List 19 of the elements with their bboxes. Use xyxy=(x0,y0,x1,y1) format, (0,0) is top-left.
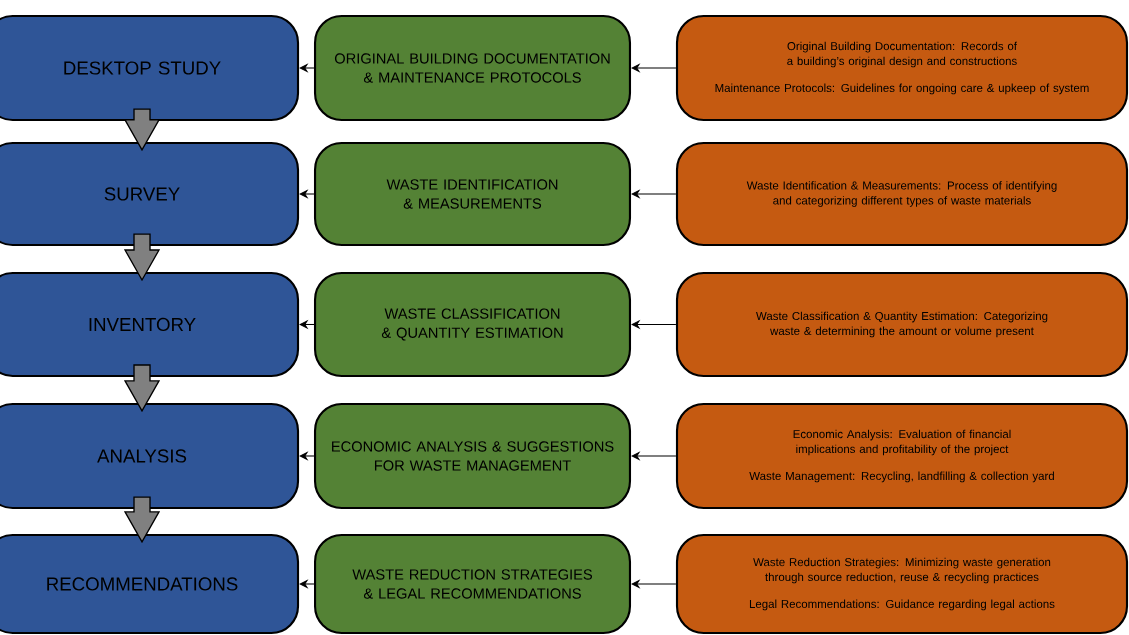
stage-box: SURVEY xyxy=(0,141,300,247)
process-box: ECONOMIC ANALYSIS & SUGGESTIONS FOR WASTE MANAGEMENT xyxy=(313,402,632,510)
block-arrow xyxy=(123,233,161,282)
stage-box: ANALYSIS xyxy=(0,402,300,510)
process-box: WASTE REDUCTION STRATEGIES & LEGAL RECOMMENDATIONS xyxy=(313,533,632,635)
description-box: Economic Analysis: Evaluation of financial implications and profitability of the project Waste Management: Recycling, landfilling & collection yard xyxy=(675,402,1129,510)
stage-box: INVENTORY xyxy=(0,271,300,378)
process-box: WASTE IDENTIFICATION & MEASUREMENTS xyxy=(313,141,632,247)
block-arrow xyxy=(123,364,161,413)
process-box: WASTE CLASSIFICATION & QUANTITY ESTIMATION xyxy=(313,271,632,378)
description-box: Waste Reduction Strategies: Minimizing waste generation through source reduction, reuse & recycling practices Legal Recommendations: Guidance regarding legal actions xyxy=(675,533,1129,635)
block-arrow xyxy=(123,108,161,152)
description-box: Original Building Documentation: Records of a building’s original design and constructions Maintenance Protocols: Guidelines for ongoing care & upkeep of system xyxy=(675,14,1129,122)
process-box: ORIGINAL BUILDING DOCUMENTATION & MAINTENANCE PROTOCOLS xyxy=(313,14,632,122)
description-box: Waste Identification & Measurements: Process of identifying and categorizing different types of waste materials xyxy=(675,141,1129,247)
description-box: Waste Classification & Quantity Estimation: Categorizing waste & determining the amount or volume present xyxy=(675,271,1129,378)
block-arrow xyxy=(123,496,161,544)
stage-box: DESKTOP STUDY xyxy=(0,14,300,122)
stage-box: RECOMMENDATIONS xyxy=(0,533,300,635)
